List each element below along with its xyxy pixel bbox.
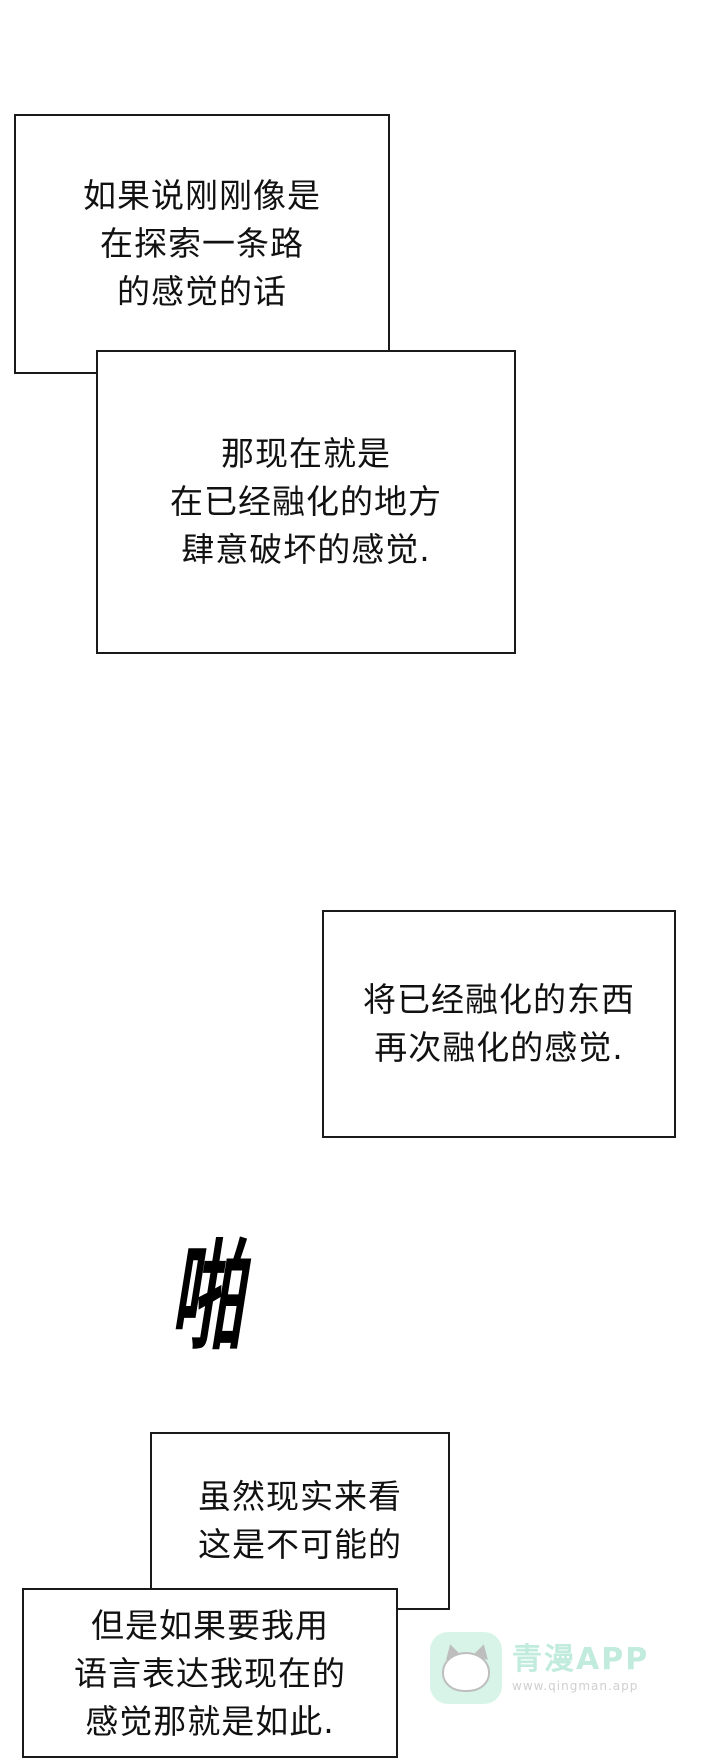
caption-line: 肆意破坏的感觉. [181, 530, 431, 569]
cat-face-icon [430, 1632, 502, 1704]
caption-line: 在已经融化的地方 [170, 482, 442, 521]
caption-line: 这是不可能的 [198, 1525, 402, 1564]
caption-box-3: 将已经融化的东西 再次融化的感觉. [322, 910, 676, 1138]
caption-box-4: 虽然现实来看 这是不可能的 [150, 1432, 450, 1610]
caption-line: 如果说刚刚像是 [83, 176, 321, 215]
caption-box-5: 但是如果要我用 语言表达我现在的 感觉那就是如此. [22, 1588, 398, 1758]
caption-line: 再次融化的感觉. [374, 1028, 624, 1067]
caption-line: 虽然现实来看 [198, 1477, 402, 1516]
caption-line: 但是如果要我用 [91, 1606, 329, 1645]
caption-line: 语言表达我现在的 [74, 1654, 346, 1693]
caption-line: 将已经融化的东西 [363, 980, 635, 1019]
watermark-url: www.qingman.app [512, 1679, 639, 1693]
caption-box-1: 如果说刚刚像是 在探索一条路 的感觉的话 [14, 114, 390, 374]
caption-line: 在探索一条路 [100, 224, 304, 263]
caption-line: 的感觉的话 [117, 272, 287, 311]
watermark-name: 青漫APP [512, 1642, 650, 1677]
watermark: 青漫APP www.qingman.app [430, 1632, 649, 1704]
sound-effect-text: 啪 [165, 1228, 259, 1366]
caption-line: 那现在就是 [221, 434, 391, 473]
caption-line: 感觉那就是如此. [85, 1702, 335, 1741]
caption-box-2: 那现在就是 在已经融化的地方 肆意破坏的感觉. [96, 350, 516, 654]
